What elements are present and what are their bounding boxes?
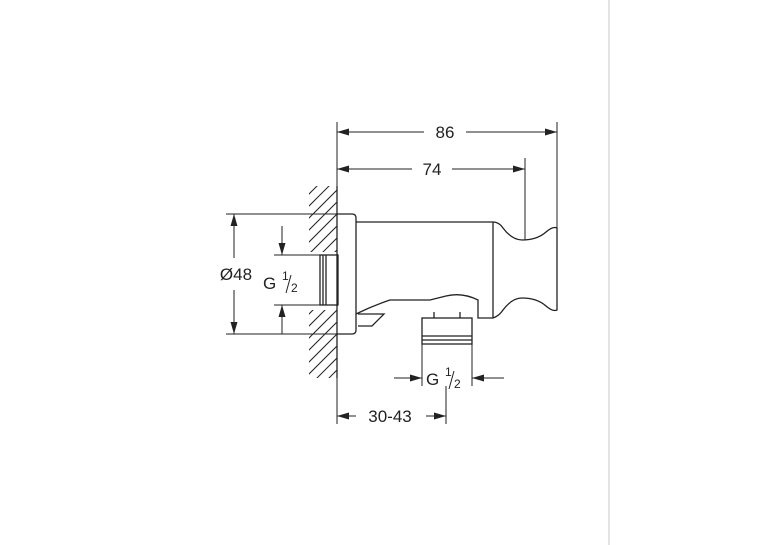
body-length-label: 74 (423, 160, 442, 179)
wall-distance-label: 30-43 (368, 407, 411, 426)
dim-wall-thread (274, 226, 320, 334)
outlet-thread-fraction-slash (448, 370, 455, 390)
overall-length-label: 86 (436, 123, 455, 142)
wall-thread-numerator: 1 (282, 269, 289, 283)
dim-outlet-thread (394, 344, 504, 386)
dim-wall-distance (336, 378, 447, 424)
outlet-body (355, 221, 558, 319)
wall-thread-fraction-slash (285, 274, 292, 294)
dim-overall-length (336, 122, 558, 228)
wall-thread-connector (319, 254, 339, 306)
wall-thread-g-label: G (263, 274, 276, 293)
outlet-tab (358, 313, 386, 327)
diameter-label: Ø48 (220, 265, 252, 284)
rosette-flange (337, 213, 357, 335)
dim-body-length (337, 158, 526, 240)
outlet-thread-connector (421, 312, 473, 345)
outlet-thread-numerator: 1 (445, 365, 452, 379)
outlet-thread-g-label: G (426, 370, 439, 389)
wall-thread-denominator: 2 (291, 281, 298, 295)
outlet-thread-denominator: 2 (454, 377, 461, 391)
